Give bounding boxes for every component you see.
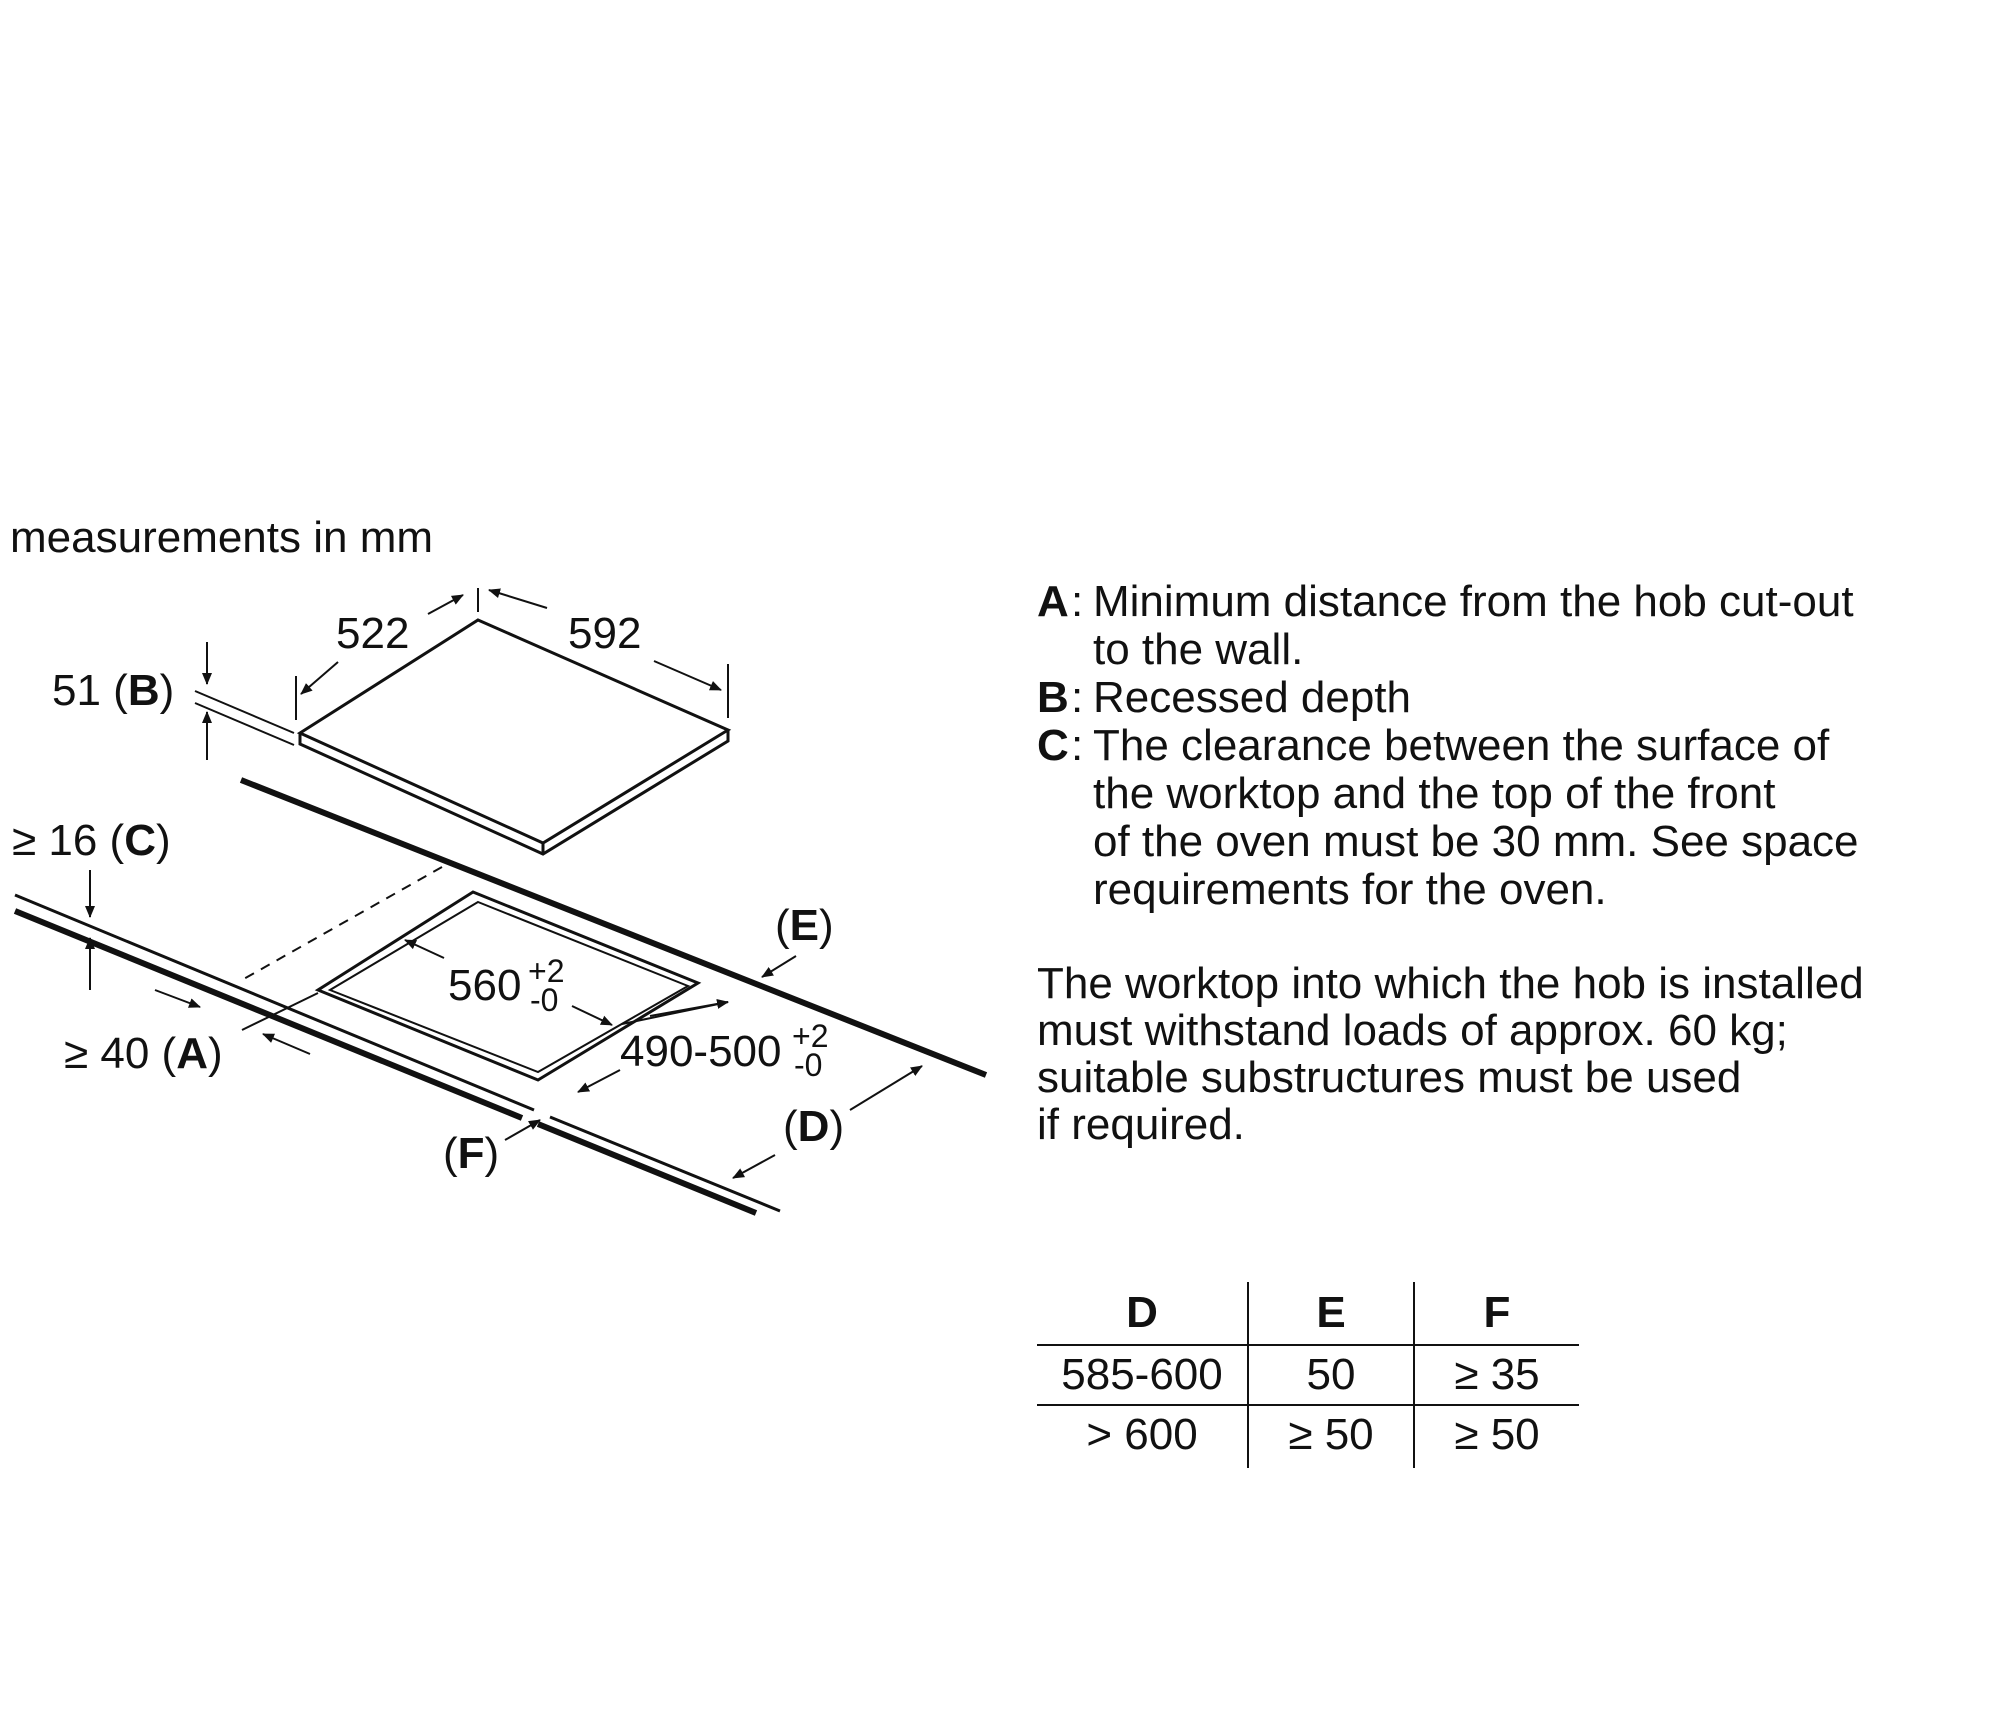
clearance-c-label: ≥ 16 (C) [12,816,171,865]
legend: A: Minimum distance from the hob cut-out… [1037,578,1987,914]
note-line: must withstand loads of approx. 60 kg; [1037,1006,1788,1055]
units-note: measurements in mm [10,513,433,562]
legend-key: B [1037,673,1069,722]
table-cell: > 600 [1086,1410,1198,1459]
cutout-width-dimension [404,939,613,1026]
label-e: (E) [775,901,834,950]
table-row: > 600 ≥ 50 ≥ 50 [1037,1405,1579,1468]
legend-text: Recessed depth [1093,673,1411,722]
legend-text: of the oven must be 30 mm. See space [1093,817,1859,866]
legend-key: C [1037,721,1069,770]
cutout-depth-dimension [577,999,729,1093]
cutout-width-tolerance-plus: +2 [528,953,564,989]
table-cell: 50 [1247,1344,1415,1406]
table-cell: ≥ 35 [1414,1344,1579,1406]
legend-text: to the wall. [1093,625,1304,674]
label-e-pointer [761,955,797,978]
legend-item-c: C: The clearance between the surface of … [1037,722,1987,914]
cutout-width-value: 560 [448,961,521,1010]
hob-width-dimension [295,588,479,720]
depth-d-dimension [732,1065,923,1179]
legend-item-a: A: Minimum distance from the hob cut-out… [1037,578,1987,674]
table-row: 585-600 50 ≥ 35 [1037,1344,1579,1406]
table-cell: ≥ 50 [1247,1405,1415,1468]
alignment-guides [241,866,443,1031]
cutout-depth-tolerance-minus: -0 [794,1047,822,1083]
legend-text: Minimum distance from the hob cut-out [1093,577,1854,626]
legend-key: A [1037,577,1069,626]
hob-cutout [314,890,702,1082]
legend-text: requirements for the oven. [1093,865,1607,914]
table-cell: 585-600 [1037,1344,1248,1406]
cutout-depth-value: 490-500 [620,1027,781,1076]
cutout-width-tolerance-minus: -0 [530,982,558,1018]
hob-depth-value: 592 [568,609,641,658]
label-f-pointer [504,1119,541,1141]
table-header-e: E [1247,1282,1415,1345]
note-line: if required. [1037,1100,1245,1149]
label-f: (F) [443,1129,499,1178]
load-note: The worktop into which the hob is instal… [1037,960,1864,1148]
legend-item-b: B: Recessed depth [1037,674,1987,722]
recess-depth-label: 51 (B) [52,666,174,715]
table-header-f: F [1483,1288,1511,1337]
hob-width-value: 522 [336,609,409,658]
legend-text: the worktop and the top of the front [1093,769,1776,818]
table-header-d: D [1126,1288,1158,1337]
hob-depth-dimension [488,588,729,718]
wall-distance-a-dimension [154,989,311,1055]
hob-appliance [296,618,732,856]
note-line: The worktop into which the hob is instal… [1037,959,1864,1008]
clearance-table: D E F 585-600 50 ≥ 35 > 600 ≥ 50 ≥ 50 [1037,1282,1579,1468]
wall-distance-a-label: ≥ 40 (A) [64,1029,223,1078]
table-cell: ≥ 50 [1454,1410,1540,1459]
label-d: (D) [783,1102,844,1151]
recess-depth-dimension [194,642,295,760]
cutout-depth-tolerance-plus: +2 [792,1018,828,1054]
legend-text: The clearance between the surface of [1093,721,1830,770]
worktop [13,777,988,1216]
note-line: suitable substructures must be used [1037,1053,1742,1102]
table-header-row: D E F [1037,1282,1579,1345]
